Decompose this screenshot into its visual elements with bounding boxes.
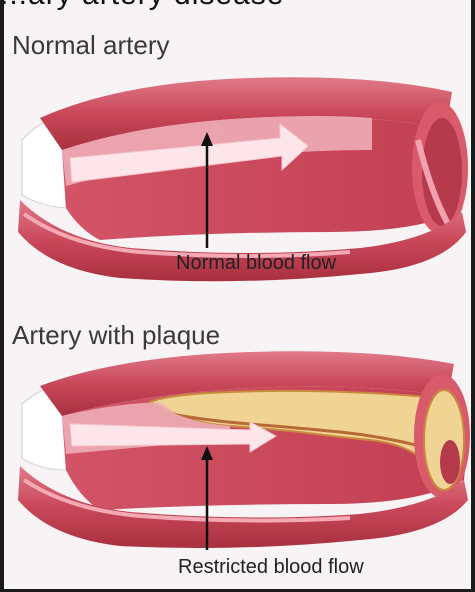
normal-artery xyxy=(18,77,468,281)
frame-border-right xyxy=(471,0,475,592)
plaque-artery-title: Artery with plaque xyxy=(12,320,220,351)
frame-border-left xyxy=(0,0,4,592)
restricted-flow-caption: Restricted blood flow xyxy=(178,556,364,579)
normal-flow-caption: Normal blood flow xyxy=(176,252,336,275)
plaque-artery-end-lumen xyxy=(440,440,460,484)
plaque-artery xyxy=(18,351,470,550)
